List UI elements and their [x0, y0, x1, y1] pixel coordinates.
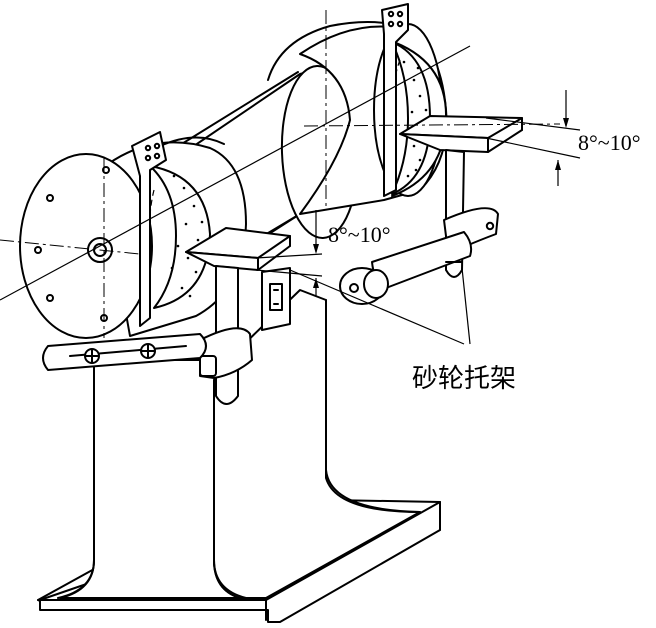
- left-tool-rest: [185, 227, 291, 405]
- support-leader-lines: [289, 267, 471, 345]
- right-guard-bracket: [381, 3, 409, 197]
- adjusting-slot-bar: [42, 333, 207, 371]
- left-wheel-face: [19, 153, 153, 339]
- support-label: 砂轮托架: [412, 364, 517, 393]
- angle-dimension-right: [485, 90, 581, 186]
- angle-label-mid: 8°~10°: [328, 222, 391, 247]
- center-lines: [0, 10, 561, 301]
- angle-label-right: 8°~10°: [578, 130, 641, 155]
- left-wheel-grain: [170, 174, 204, 298]
- left-guard-bracket: [131, 131, 167, 327]
- right-tool-rest: [339, 115, 523, 305]
- angle-dimension-mid: [255, 210, 323, 296]
- pedestal-column: [57, 289, 421, 599]
